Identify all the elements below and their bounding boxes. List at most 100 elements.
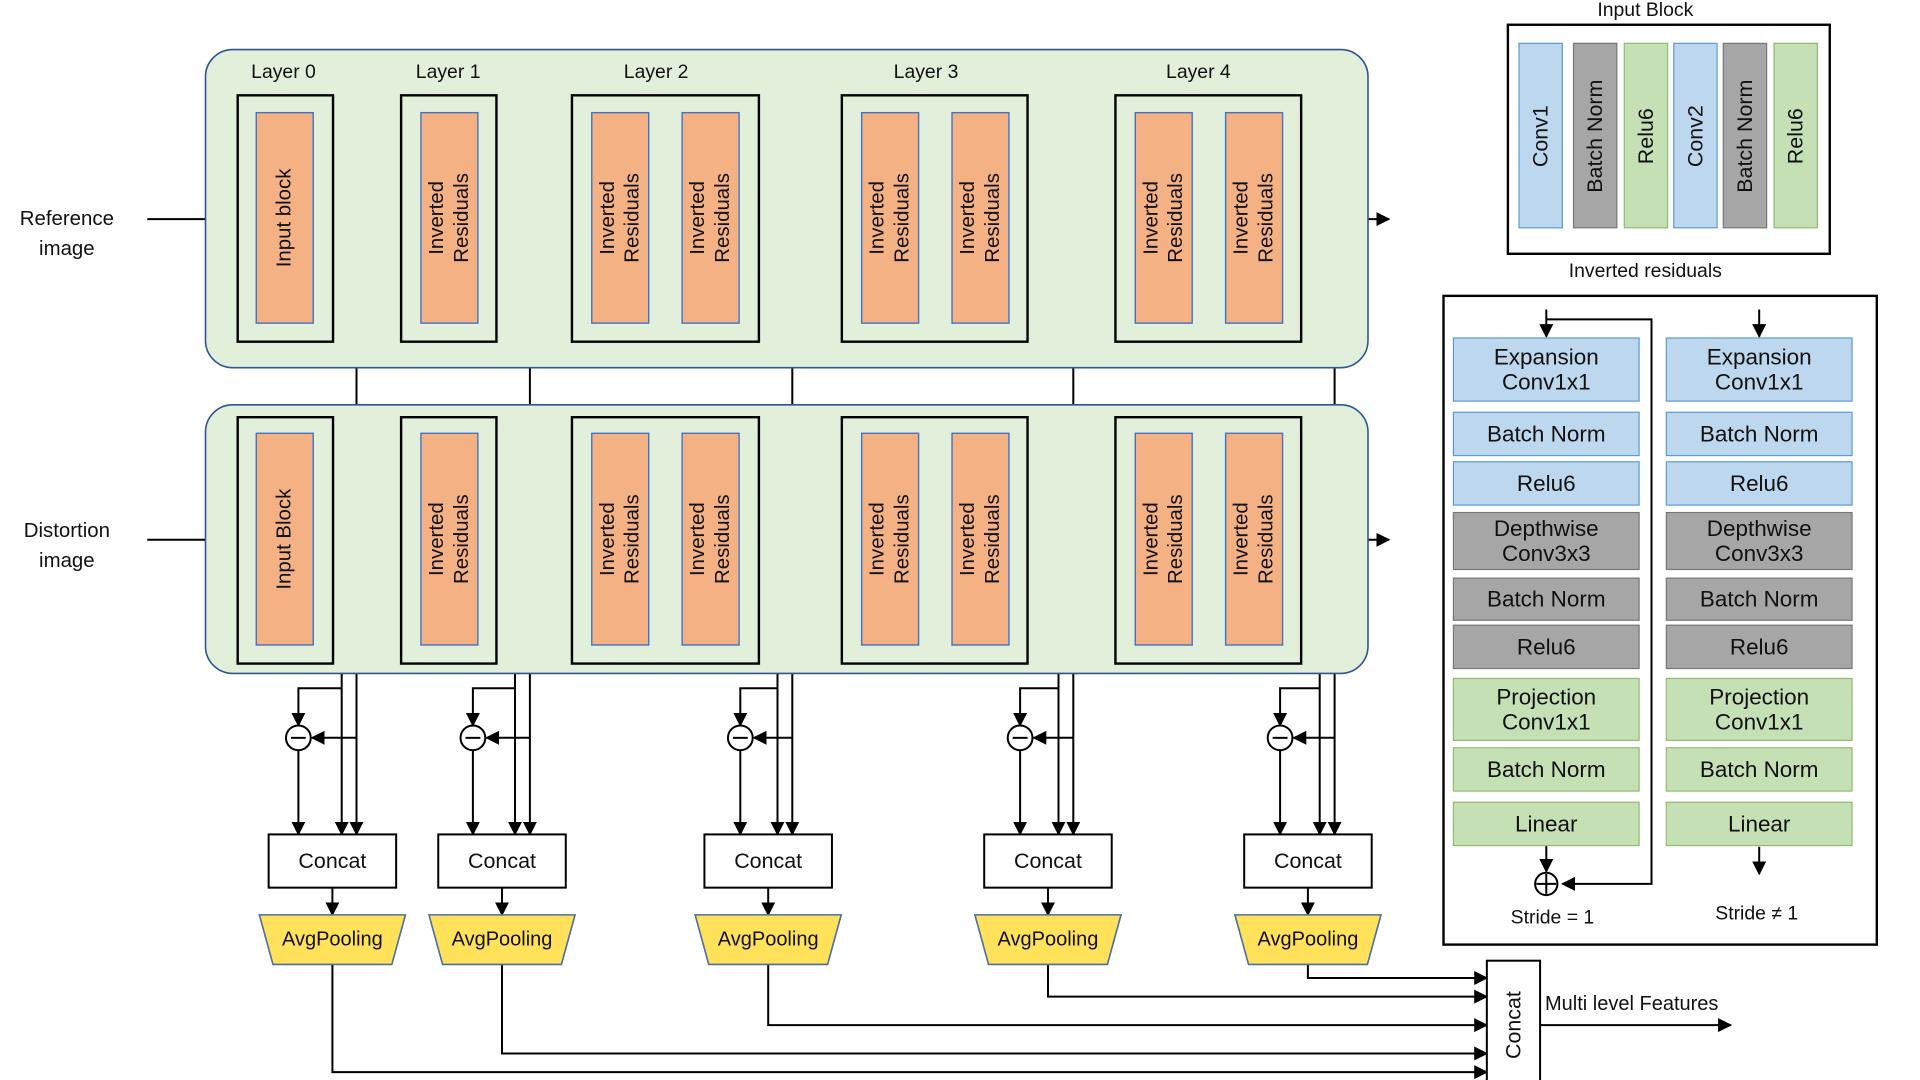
distortion-layer-1-block	[399, 416, 498, 665]
inverted-residual-label: Residuals	[451, 173, 473, 263]
distortion-input-label: image	[39, 550, 95, 572]
input-block	[255, 432, 314, 646]
inverted-residual-layer	[1665, 461, 1853, 506]
input-block-layer-label: Relu6	[1784, 108, 1808, 164]
layer-0-title: Layer 0	[251, 61, 316, 83]
pooled-feature-line	[767, 964, 1489, 1033]
reference-layer-3-block	[840, 94, 1029, 343]
input-block-layer-label: Relu6	[1634, 108, 1658, 164]
inverted-residual-layer	[1452, 577, 1640, 621]
pooled-feature-line	[501, 964, 1489, 1061]
inverted-residual-layer-label: Linear	[1728, 811, 1791, 836]
inverted-residual-label: Inverted	[687, 181, 709, 255]
inverted-residual-layer-label: Conv1x1	[1715, 709, 1804, 734]
concat-label: Concat	[468, 849, 536, 873]
inverted-residual-label: Residuals	[622, 494, 644, 584]
subtraction-input	[1273, 687, 1320, 727]
concat-label: Concat	[1274, 849, 1342, 873]
inverted-residual-layer	[1665, 801, 1853, 847]
inverted-residual-layer-label: Batch Norm	[1487, 587, 1606, 612]
inverted-residual-layer	[1665, 337, 1853, 402]
inverted-residual-label: Residuals	[712, 494, 734, 584]
inverted-residual-layer	[1665, 577, 1853, 621]
inverted-residual-block	[951, 111, 1010, 324]
output-label: Multi level Features	[1545, 993, 1718, 1015]
inverted-residual-label: Inverted	[1231, 181, 1253, 255]
inverted-residual-layer	[1665, 677, 1853, 741]
inverted-residual-layer	[1452, 411, 1640, 457]
distortion-input-label: Distortion	[24, 520, 110, 542]
pooled-feature-line	[331, 964, 1489, 1080]
distortion-layer-4-block	[1114, 416, 1303, 665]
input-block-layer	[1623, 42, 1669, 229]
inverted-residual-label: Inverted	[597, 502, 619, 576]
input-block-layer	[1773, 42, 1818, 229]
inverted-residual-layer-label: Relu6	[1730, 471, 1789, 496]
distortion-layer-2-block	[570, 416, 761, 665]
inverted-residual-label: Residuals	[982, 494, 1004, 584]
inverted-residual-layer-label: Batch Norm	[1487, 757, 1606, 782]
input-block-layer-label: Batch Norm	[1583, 80, 1607, 193]
reference-input-label: Reference	[20, 208, 114, 230]
inverted-residual-label: Residuals	[892, 173, 914, 263]
inverted-residual-layer	[1452, 461, 1640, 506]
input-block-panel	[1506, 23, 1831, 255]
final-concat-box	[1485, 959, 1542, 1080]
inverted-residual-label: Residuals	[892, 494, 914, 584]
input-block	[255, 111, 314, 324]
inverted-residual-layer-label: Batch Norm	[1700, 757, 1819, 782]
inverted-residual-label: Residuals	[1165, 173, 1187, 263]
avgpooling-label: AvgPooling	[718, 929, 819, 951]
avgpooling-block	[427, 914, 577, 966]
inverted-residual-layer-label: Projection	[1496, 684, 1596, 709]
inverted-residual-label: Residuals	[712, 173, 734, 263]
inverted-residual-label: Inverted	[426, 181, 448, 255]
inverted-residual-label: Residuals	[622, 173, 644, 263]
input-block-layer-label: Batch Norm	[1733, 80, 1757, 193]
inverted-residuals-panel	[1442, 294, 1879, 946]
input-block-layer	[1722, 42, 1768, 229]
avgpooling-block	[1233, 914, 1383, 966]
inverted-residual-layer-label: Conv3x3	[1502, 541, 1591, 566]
inverted-residual-layer	[1665, 747, 1853, 792]
inverted-residual-label: Inverted	[867, 181, 889, 255]
concat-box	[267, 833, 398, 889]
inverted-residual-layer	[1452, 337, 1640, 402]
avgpooling-block	[258, 914, 407, 966]
final-concat-label: Concat	[1501, 991, 1525, 1059]
inverted-residual-layer-label: Batch Norm	[1700, 421, 1819, 446]
inverted-residual-layer-label: Depthwise	[1707, 516, 1812, 541]
concat-box	[983, 833, 1113, 889]
subtraction-input	[291, 687, 342, 727]
inverted-residual-layer-label: Expansion	[1494, 345, 1599, 370]
subtraction-input	[465, 687, 515, 727]
layer-2-title: Layer 2	[624, 61, 689, 83]
inverted-residual-label: Residuals	[982, 173, 1004, 263]
inverted-residual-layer	[1665, 624, 1853, 670]
inverted-residual-layer	[1452, 511, 1640, 571]
avgpooling-label: AvgPooling	[1258, 929, 1359, 951]
input-block-layer-label: Conv1	[1529, 105, 1553, 167]
input-block-layer	[1518, 42, 1563, 229]
inverted-residual-block	[1224, 111, 1284, 324]
inverted-residual-layer-label: Relu6	[1517, 471, 1576, 496]
inverted-residual-label: Inverted	[426, 502, 448, 576]
inverted-residual-layer	[1452, 677, 1640, 741]
avgpooling-label: AvgPooling	[452, 929, 553, 951]
inverted-residual-layer-label: Depthwise	[1494, 516, 1599, 541]
inverted-residual-label: Inverted	[1231, 502, 1253, 576]
inverted-residual-label: Inverted	[957, 181, 979, 255]
inverted-residual-layer	[1452, 801, 1640, 847]
input-block-label: Input Block	[274, 488, 296, 590]
concat-label: Concat	[1014, 849, 1082, 873]
concat-box	[703, 833, 833, 889]
subtraction-input	[1013, 687, 1059, 727]
concat-label: Concat	[298, 849, 366, 873]
inverted-residual-layer-label: Relu6	[1517, 634, 1576, 659]
concat-box	[437, 833, 567, 889]
inverted-residual-layer-label: Linear	[1515, 811, 1578, 836]
inverted-residuals-panel-title: Inverted residuals	[1569, 260, 1722, 282]
inverted-residual-layer	[1665, 511, 1853, 571]
pooled-feature-line	[1306, 964, 1489, 985]
inverted-residual-label: Inverted	[1140, 502, 1162, 576]
